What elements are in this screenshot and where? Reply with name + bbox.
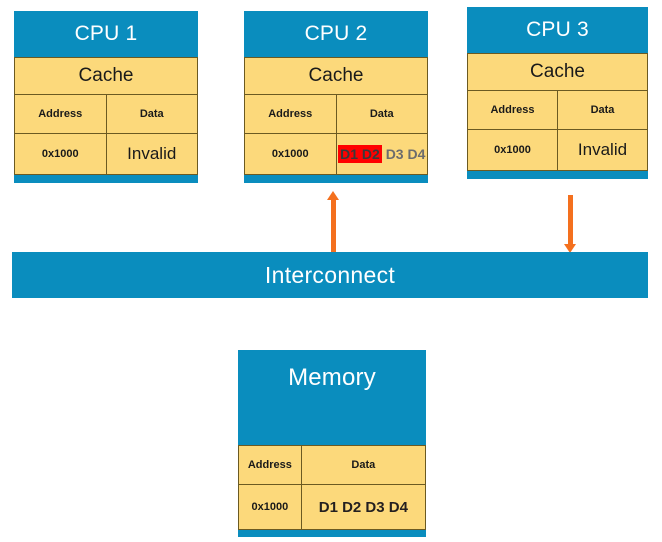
cpu-2-row-address: 0x1000 — [244, 133, 337, 175]
cpu-1-col-data: Data — [105, 94, 198, 134]
arrow-up-icon — [327, 191, 339, 200]
cpu-2-col-address: Address — [244, 94, 337, 134]
cpu-2-node: CPU 2 Cache Address Data 0x1000 D1 D2 D3… — [244, 11, 428, 196]
cpu-3-col-address: Address — [467, 90, 558, 130]
memory-row-data: D1 D2 D3 D4 — [300, 484, 427, 530]
interconnect-label: Interconnect — [264, 261, 396, 288]
cpu-3-title: CPU 3 — [467, 7, 648, 53]
table-row: 0x1000 Invalid — [467, 129, 648, 171]
connector-line-cpu2 — [331, 199, 336, 253]
memory-col-address: Address — [238, 445, 302, 485]
arrow-down-icon — [564, 244, 576, 253]
cpu-1-col-address: Address — [14, 94, 107, 134]
connector-line-cpu3 — [568, 195, 573, 245]
cpu-3-col-data: Data — [557, 90, 648, 130]
cpu-2-cache-table: Cache Address Data 0x1000 D1 D2 D3 D4 — [244, 57, 428, 175]
cpu-2-cache-label: Cache — [244, 57, 428, 95]
cpu-2-row-data: D1 D2 D3 D4 — [335, 133, 428, 175]
table-row: Cache — [14, 57, 198, 95]
table-row: Address Data — [467, 90, 648, 130]
cpu-1-row-address: 0x1000 — [14, 133, 107, 175]
cpu-1-node: CPU 1 Cache Address Data 0x1000 Invalid — [14, 11, 198, 196]
interconnect-bar: Interconnect — [12, 252, 648, 298]
table-row: Cache — [467, 53, 648, 91]
cpu-1-cache-table: Cache Address Data 0x1000 Invalid — [14, 57, 198, 175]
memory-table: Address Data 0x1000 D1 D2 D3 D4 — [238, 445, 427, 530]
memory-node: Memory Address Data 0x1000 D1 D2 D3 D4 — [238, 350, 427, 537]
cpu-3-row-data: Invalid — [557, 129, 648, 171]
memory-title: Memory — [238, 350, 426, 445]
table-row: Address Data — [14, 94, 198, 134]
cpu-2-data-highlight: D1 D2 — [338, 145, 382, 163]
table-row: Address Data — [238, 445, 427, 485]
cpu-1-title: CPU 1 — [14, 11, 198, 57]
cpu-3-row-address: 0x1000 — [467, 129, 558, 171]
cpu-3-footer-strip — [467, 171, 648, 179]
cpu-2-footer-strip — [244, 175, 428, 183]
memory-footer-strip — [238, 530, 426, 537]
cpu-1-cache-label: Cache — [14, 57, 198, 95]
memory-row-address: 0x1000 — [238, 484, 302, 530]
cpu-1-footer-strip — [14, 175, 198, 183]
table-row: 0x1000 Invalid — [14, 133, 198, 175]
table-row: Cache — [244, 57, 428, 95]
table-row: 0x1000 D1 D2 D3 D4 — [244, 133, 428, 175]
cpu-1-row-data: Invalid — [105, 133, 198, 175]
cpu-3-cache-label: Cache — [467, 53, 648, 91]
cpu-2-data-remainder: D3 D4 — [385, 146, 426, 162]
cpu-2-col-data: Data — [335, 94, 428, 134]
cpu-2-title: CPU 2 — [244, 11, 428, 57]
memory-col-data: Data — [300, 445, 427, 485]
table-row: 0x1000 D1 D2 D3 D4 — [238, 484, 427, 530]
cpu-3-node: CPU 3 Cache Address Data 0x1000 Invalid — [467, 7, 648, 192]
table-row: Address Data — [244, 94, 428, 134]
cpu-3-cache-table: Cache Address Data 0x1000 Invalid — [467, 53, 648, 171]
